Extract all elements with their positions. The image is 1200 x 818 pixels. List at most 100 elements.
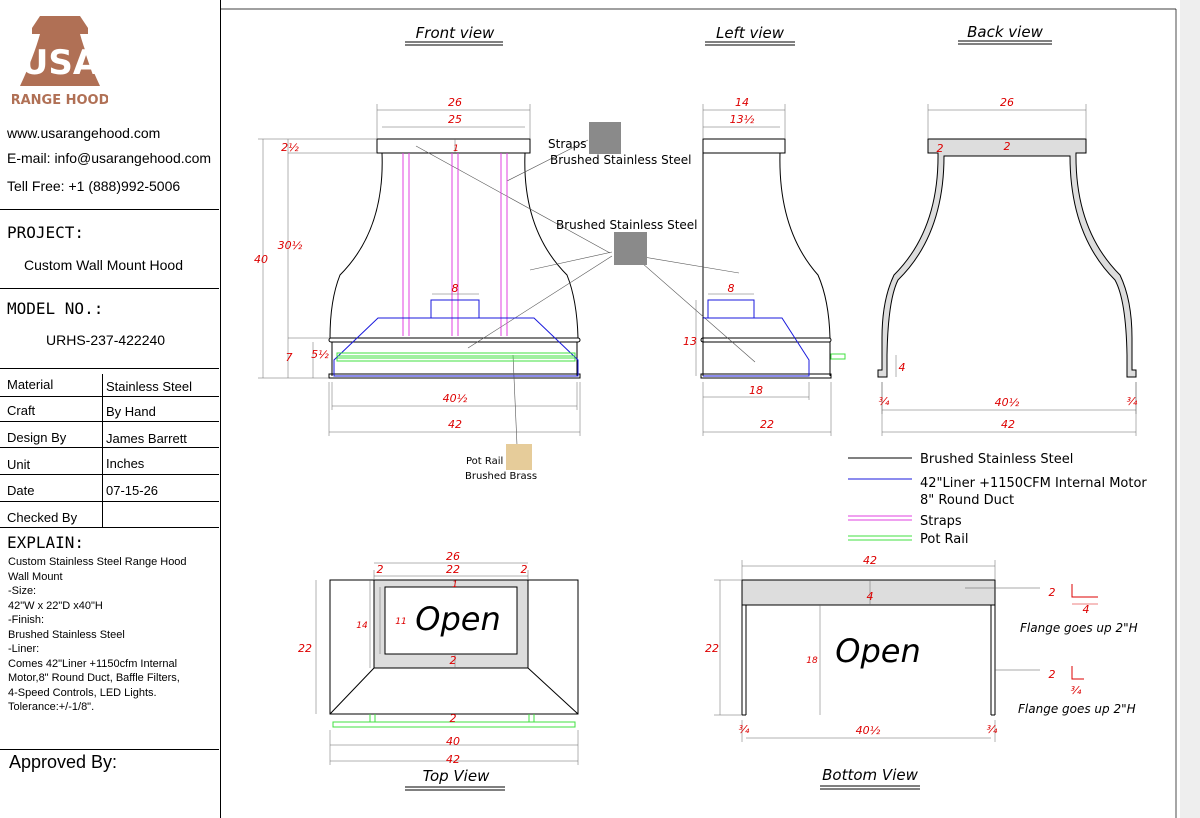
dim-top-2: 2 (450, 654, 457, 667)
dim-bottom-flange: ¾ (739, 723, 750, 736)
dim-left-14: 14 (735, 96, 749, 109)
project-heading: PROJECT: (7, 223, 85, 242)
dim-flange-4: 4 (1083, 603, 1090, 616)
dim-flange-2: 2 (1049, 586, 1056, 599)
dim-left-13-5: 13½ (730, 113, 755, 126)
dim-top-1: 1 (452, 580, 458, 590)
spec-label-checked-by: Checked By (7, 510, 78, 525)
explain-line: Tolerance:+/-1/8". (8, 701, 95, 713)
spec-value-unit: Inches (106, 456, 145, 471)
spec-label-design-by: Design By (7, 430, 67, 445)
left-liner (703, 299, 810, 377)
explain-line: Brushed Stainless Steel (8, 628, 125, 641)
spec-label-date: Date (7, 483, 35, 498)
divider (0, 368, 219, 369)
dim-back-26: 26 (1000, 96, 1014, 109)
brass-swatch (506, 444, 532, 470)
spec-label-unit: Unit (7, 457, 31, 472)
steel-swatch (614, 232, 647, 265)
dim-left-duct-8: 8 (728, 282, 735, 295)
left-view-title: Left view (716, 24, 785, 42)
drawing-area: Front view Left view Back view Top View … (220, 0, 1200, 818)
top-view-drawing (329, 579, 579, 715)
callout-brushed-steel: Brushed Stainless Steel (556, 218, 698, 232)
model-heading: MODEL NO.: (7, 299, 104, 318)
front-view-drawing (328, 138, 613, 446)
dimension-lines (258, 104, 1137, 765)
bottom-view-title: Bottom View (822, 766, 918, 784)
explain-line: -Finish: (8, 614, 45, 626)
explain-line: 4-Speed Controls, LED Lights. (8, 686, 157, 699)
dim-top-depth-22: 22 (298, 642, 312, 655)
title-block: USA RANGE HOOD www.usarangehood.com E-ma… (0, 0, 221, 818)
explain-line: Custom Stainless Steel Range Hood (8, 556, 187, 568)
dim-front-height-40: 40 (254, 253, 268, 266)
spec-row-divider (0, 527, 219, 528)
flange-note: Flange goes up 2"H (1020, 621, 1138, 635)
explain-line: Wall Mount (8, 570, 63, 583)
legend-label: 8" Round Duct (920, 493, 1014, 508)
dim-top-11: 11 (395, 617, 406, 627)
steel-swatch (589, 122, 621, 154)
project-name: Custom Wall Mount Hood (24, 257, 183, 273)
dim-back-thickness: 2 (1004, 140, 1011, 153)
dim-back-flange: ¾ (1127, 395, 1138, 408)
dim-back-flange: ¾ (879, 395, 890, 408)
explain-line: -Size: (8, 585, 37, 597)
front-liner (333, 299, 579, 377)
spec-value-material: Stainless Steel (106, 379, 192, 394)
dim-left-18: 18 (749, 384, 763, 397)
approved-by-label: Approved By: (9, 752, 118, 772)
dim-top-2: 2 (521, 563, 528, 576)
dim-front-7: 7 (286, 351, 293, 364)
explain-heading: EXPLAIN: (7, 533, 85, 552)
bottom-view-drawing (741, 579, 1040, 716)
spec-value-design-by: James Barrett (106, 431, 187, 446)
model-number: URHS-237-422240 (46, 332, 166, 348)
email-text[interactable]: E-mail: info@usarangehood.com (7, 150, 212, 166)
top-view-title: Top View (423, 767, 490, 785)
dim-front-30-5: 30½ (278, 239, 303, 252)
back-view-drawing (877, 138, 1137, 378)
legend-label: 42"Liner +1150CFM Internal Motor (920, 476, 1147, 491)
dim-top-42: 42 (446, 753, 460, 766)
dim-bottom-4: 4 (867, 590, 874, 603)
spec-label-craft: Craft (7, 403, 36, 418)
spec-row-divider (0, 447, 219, 448)
dim-back-42: 42 (1001, 418, 1015, 431)
open-label-bottom: Open (835, 632, 920, 670)
dim-front-2-5: 2½ (281, 141, 299, 154)
back-view-title: Back view (967, 23, 1043, 41)
dim-top-26: 26 (446, 550, 460, 563)
spec-row-divider (0, 396, 219, 397)
dim-bottom-18: 18 (806, 656, 818, 666)
legend: Brushed Stainless Steel 42"Liner +1150CF… (848, 452, 1147, 547)
divider (0, 209, 219, 210)
spec-row-divider (0, 421, 219, 422)
phone-text: Tell Free: +1 (888)992-5006 (7, 178, 181, 194)
logo-brand-name: RANGE HOOD (12, 93, 108, 108)
dim-bottom-40-5: 40½ (856, 724, 881, 737)
callout-straps: Straps (548, 137, 586, 151)
dim-bottom-flange: ¾ (987, 723, 998, 736)
front-view-title: Front view (416, 24, 495, 42)
dim-flange-3-4: ¾ (1071, 684, 1082, 697)
callout-brushed-steel: Brushed Stainless Steel (550, 153, 692, 167)
explain-line: Motor,8" Round Duct, Baffle Filters, (8, 672, 180, 684)
flange-note: Flange goes up 2"H (1018, 702, 1136, 716)
dim-left-22: 22 (760, 418, 774, 431)
spec-value-date: 07-15-26 (106, 483, 159, 498)
left-pot-rail (830, 353, 846, 360)
dim-front-5-5: 5½ (311, 348, 329, 361)
usa-range-hood-logo: USA RANGE HOOD (12, 16, 108, 108)
top-pot-rail (332, 714, 576, 728)
dim-front-40-5: 40½ (443, 392, 468, 405)
explain-line: 42"W x 22"D x40"H (8, 599, 103, 612)
dim-front-width-26: 26 (448, 96, 462, 109)
dim-top-22: 22 (446, 563, 460, 576)
dim-front-42: 42 (448, 418, 462, 431)
open-label-top: Open (415, 600, 500, 638)
website-text[interactable]: www.usarangehood.com (7, 125, 161, 141)
scroll-margin (1180, 0, 1200, 818)
dim-top-rail-2: 2 (450, 712, 457, 725)
